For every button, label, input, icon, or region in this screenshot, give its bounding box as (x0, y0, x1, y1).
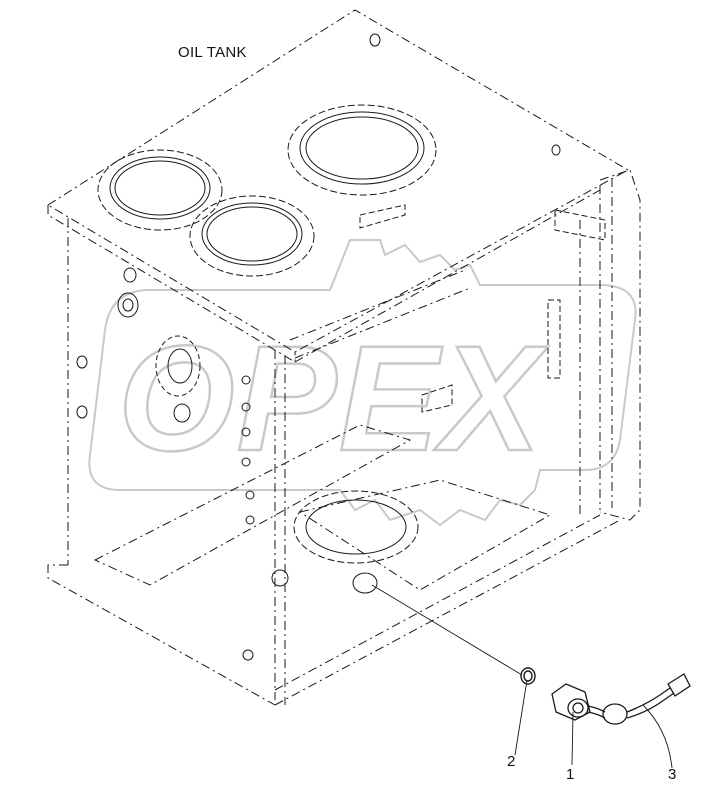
diagram-title: OIL TANK (178, 44, 247, 61)
tank-body (47, 9, 641, 706)
filler-openings (76, 33, 561, 661)
leader-line-3 (642, 704, 673, 769)
callout-3: 3 (668, 766, 677, 783)
callout-2: 2 (507, 753, 516, 770)
leader-lines (371, 584, 673, 769)
watermark-text: OPEX (118, 314, 549, 482)
leader-line-2-tail (514, 679, 528, 756)
leader-line-2 (371, 584, 523, 676)
o-ring-part (520, 667, 536, 685)
sensor-part (551, 673, 691, 725)
callout-1: 1 (566, 766, 575, 783)
leader-line-1 (571, 711, 574, 766)
opex-watermark: OPEX (88, 239, 637, 527)
